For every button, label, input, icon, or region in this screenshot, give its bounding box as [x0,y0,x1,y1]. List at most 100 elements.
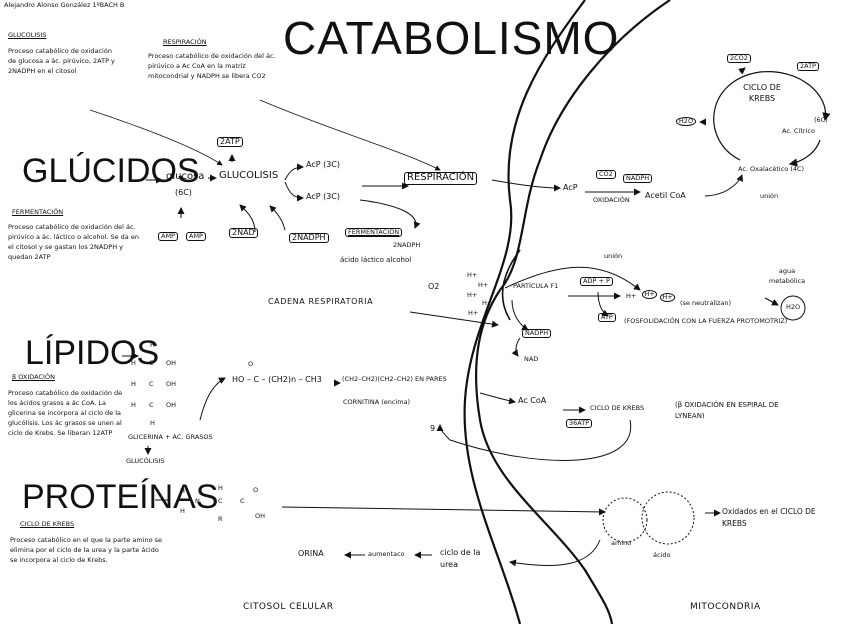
h-plus-inter-4: H+ [482,299,493,307]
pairs-label: (CH2–CH2)(CH2–CH2) EN PARES [342,375,447,383]
h-plus-inter-1: H+ [467,271,478,279]
prot-h-1: H [180,487,185,495]
glicerina-label: GLICERINA + AC. GRASOS [128,433,213,441]
acido-label: ácido [653,551,671,559]
arrow-nadph-nad [511,337,521,357]
orina-label: ORINA [298,549,324,558]
arrow-adp-atp [597,291,609,317]
fosfolidacion-label: (FOSFOLIDACIÓN CON LA FUERZA PROTOMOTRIZ… [624,317,788,325]
particula-f1-label: PARTÍCULA F1 [513,282,559,290]
amino-circle [602,497,648,543]
amp-2-badge: AMP [186,232,206,241]
ciclo-krebs-label: CICLO DE KREBS [743,83,781,104]
nadph-badge: NADPH [623,174,653,183]
arrow-krebs-co2 [738,67,746,75]
prot-n: N [195,497,200,505]
oxidados-label: Oxidados en el CICLO DE KREBS [722,507,816,528]
arrow-cadena [409,311,499,328]
krebs-cycle-arc2 [788,139,821,167]
arrow-beta-spiral [436,419,632,461]
prot-c-1: C [218,497,223,505]
prot-o: O [253,486,259,494]
arrow-respiracion-note [259,99,441,171]
acetil-coa-label: Acetil CoA [645,191,686,200]
glycerol-c-3: C [149,401,154,409]
citosol-label: CITOSOL CELULAR [243,602,334,612]
h2o-circle [780,295,806,321]
glycerol-c-1: C [149,359,154,367]
h-plus-1: H+ [626,292,637,300]
arrow-amino-urea [509,539,601,567]
beta-espiral-label: (β OXIDACIÓN EN ESPIRAL DE LYNEAN) [675,401,779,420]
h-plus-3: H+ [660,293,675,302]
respiracion-label: RESPIRACIÓN [404,172,478,185]
glucidos-heading: GLÚCIDOS [22,152,200,190]
atp-2-badge: 2ATP [217,137,243,148]
outer-membrane [463,0,586,624]
arrow-h2o-out [764,297,779,306]
acid-o-top: O [248,360,254,368]
fermentacion-note-title: FERMENTACIÓN [12,208,64,216]
proteinas-heading: PROTEÍNAS [22,478,219,516]
co2-badge: CO2 [596,170,616,179]
arrow-f1-nadph [511,299,529,331]
krebs-lip-label: CICLO DE KREBS [590,404,645,412]
glucosa-carbons: (6C) [175,188,192,197]
respiracion-note-title: RESPIRACIÓN [163,38,207,46]
prot-h-3: H [218,484,223,492]
page-title: CATABOLISMO [283,12,620,64]
h-plus-inter-2: H+ [478,281,489,289]
glucolisis-note-title: GLUCOLISIS [8,31,47,39]
fermentacion-note-text: Proceso catabólico de oxidación del ác. … [8,223,139,262]
acp-1-label: AcP (3C) [306,160,341,169]
h-plus-2: H+ [642,290,657,299]
arrow-glucolisis-acp1 [284,163,304,181]
glycerol-oh-3: OH [166,401,177,409]
arrow-glucolisis-note [89,109,223,166]
atp-chain-badge: ATP [598,313,616,322]
author-name: Alejandro Alonso González 1ºBACH B [4,1,125,9]
beta-oxidacion-note-text: Proceso catabólico de oxidación de los á… [8,389,123,438]
acp-2-label: AcP (3C) [306,192,341,201]
arrow-f1-union [504,266,641,291]
arrow-glicerina-acid [199,377,226,421]
glucosa-label: glucosa [166,171,205,182]
prot-r: R [218,515,223,523]
h2o-chain: H2O [786,303,801,311]
fatty-acid-formula: HO – C – (CH2)n – CH3 [232,375,322,384]
glycerol-h-1: H [131,359,136,367]
c6-label: (6C) [814,116,828,124]
nad-2-badge: 2NAD [229,228,258,239]
nad-chain-label: NAD [524,355,539,363]
arrow-pairs-accoa [479,392,516,405]
arrow-respiracion-acp [491,179,561,192]
lipidos-heading: LÍPIDOS [25,334,160,372]
membrane-fold [501,249,521,321]
prot-c-2: C [240,497,245,505]
o2-label: O2 [428,282,440,291]
arrow-acp-fermentacion [359,199,421,229]
adp-badge: ADP + P [580,277,613,286]
union-2-label: unión [604,252,623,260]
atp-36-badge: 36ATP [566,419,593,428]
fermentacion-label: FERMENTACIÓN [345,228,403,237]
glycerol-h-bottom: H [150,419,155,427]
arrow-nadph [269,205,286,231]
oxalacetico-label: Ac. Oxalacético (4C) [738,165,805,173]
respiracion-note-text: Proceso catabólico de oxidación del ác. … [148,52,276,81]
glucolisis-lip-label: GLUCÓLISIS [126,457,165,465]
fermentacion-nadph: 2NADPH [393,241,421,249]
prot-oh: OH [255,512,266,520]
aumentaco-label: aumentaco [368,550,405,558]
accoa-label: Ac CoA [518,396,547,405]
prot-h-2: H [180,507,185,515]
glycerol-h-2: H [131,380,136,388]
glycerol-oh-1: OH [166,359,177,367]
co2-2-badge: 2CO2 [727,54,751,63]
nadph-2-badge: 2NADPH [289,233,329,244]
union-label: unión [760,192,779,200]
h-plus-inter-3: H+ [467,291,478,299]
beta-oxidacion-note-title: β OXIDACIÓN [12,373,55,381]
amp-1-badge: AMP [158,232,178,241]
nine-label: 9 [430,424,436,433]
